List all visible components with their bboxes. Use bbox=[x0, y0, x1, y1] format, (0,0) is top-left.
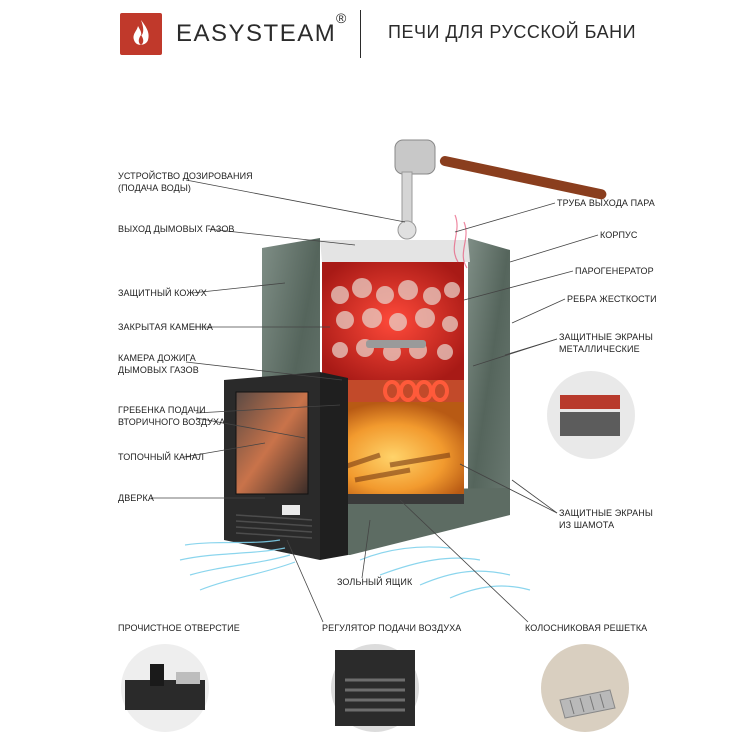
label-chamotte-screens: ЗАЩИТНЫЕ ЭКРАНЫ ИЗ ШАМОТА bbox=[559, 508, 653, 530]
label-closed-heater: ЗАКРЫТАЯ КАМЕНКА bbox=[118, 322, 213, 332]
label-stiffening-ribs: РЕБРА ЖЕСТКОСТИ bbox=[567, 294, 657, 304]
label-afterburn-chamber: КАМЕРА ДОЖИГА ДЫМОВЫХ ГАЗОВ bbox=[118, 353, 199, 375]
steam bbox=[453, 214, 468, 269]
label-secondary-air-comb: ГРЕБЕНКА ПОДАЧИ ВТОРИЧНОГО ВОЗДУХА bbox=[118, 405, 226, 427]
door-block bbox=[224, 372, 348, 560]
inset-grate bbox=[541, 644, 629, 732]
label-cleaning-hole: ПРОЧИСТНОЕ ОТВЕРСТИЕ bbox=[118, 623, 240, 633]
label-door: ДВЕРКА bbox=[118, 493, 154, 503]
label-grate: КОЛОСНИКОВАЯ РЕШЕТКА bbox=[525, 623, 648, 633]
leader-lines bbox=[151, 179, 599, 623]
label-dosing-device: УСТРОЙСТВО ДОЗИРОВАНИЯ (ПОДАЧА ВОДЫ) bbox=[118, 171, 253, 193]
dosing-device bbox=[394, 139, 607, 240]
label-air-regulator: РЕГУЛЯТОР ПОДАЧИ ВОЗДУХА bbox=[322, 623, 462, 633]
label-flue-gas-outlet: ВЫХОД ДЫМОВЫХ ГАЗОВ bbox=[118, 224, 235, 234]
tagline: ПЕЧИ ДЛЯ РУССКОЙ БАНИ bbox=[388, 22, 637, 42]
air-flow bbox=[179, 539, 531, 599]
header: EASYSTEAM ® ПЕЧИ ДЛЯ РУССКОЙ БАНИ bbox=[0, 0, 749, 70]
label-body: КОРПУС bbox=[600, 230, 638, 240]
registered-mark: ® bbox=[336, 10, 347, 26]
label-firebox-channel: ТОПОЧНЫЙ КАНАЛ bbox=[118, 452, 205, 462]
inset-screens bbox=[547, 371, 635, 459]
inset-air-regulator bbox=[331, 644, 419, 732]
label-ash-box: ЗОЛЬНЫЙ ЯЩИК bbox=[337, 577, 413, 587]
flame-logo-icon bbox=[120, 13, 162, 55]
inset-cleaning-hole bbox=[121, 644, 209, 732]
heater-cutaway bbox=[322, 262, 464, 504]
label-protective-casing: ЗАЩИТНЫЙ КОЖУХ bbox=[118, 288, 207, 298]
label-metal-screens: ЗАЩИТНЫЕ ЭКРАНЫ МЕТАЛЛИЧЕСКИЕ bbox=[559, 332, 653, 354]
label-steam-generator: ПАРОГЕНЕРАТОР bbox=[575, 266, 654, 276]
header-divider bbox=[360, 10, 361, 58]
brand-name: EASYSTEAM bbox=[176, 20, 337, 47]
label-steam-pipe: ТРУБА ВЫХОДА ПАРА bbox=[557, 198, 655, 208]
